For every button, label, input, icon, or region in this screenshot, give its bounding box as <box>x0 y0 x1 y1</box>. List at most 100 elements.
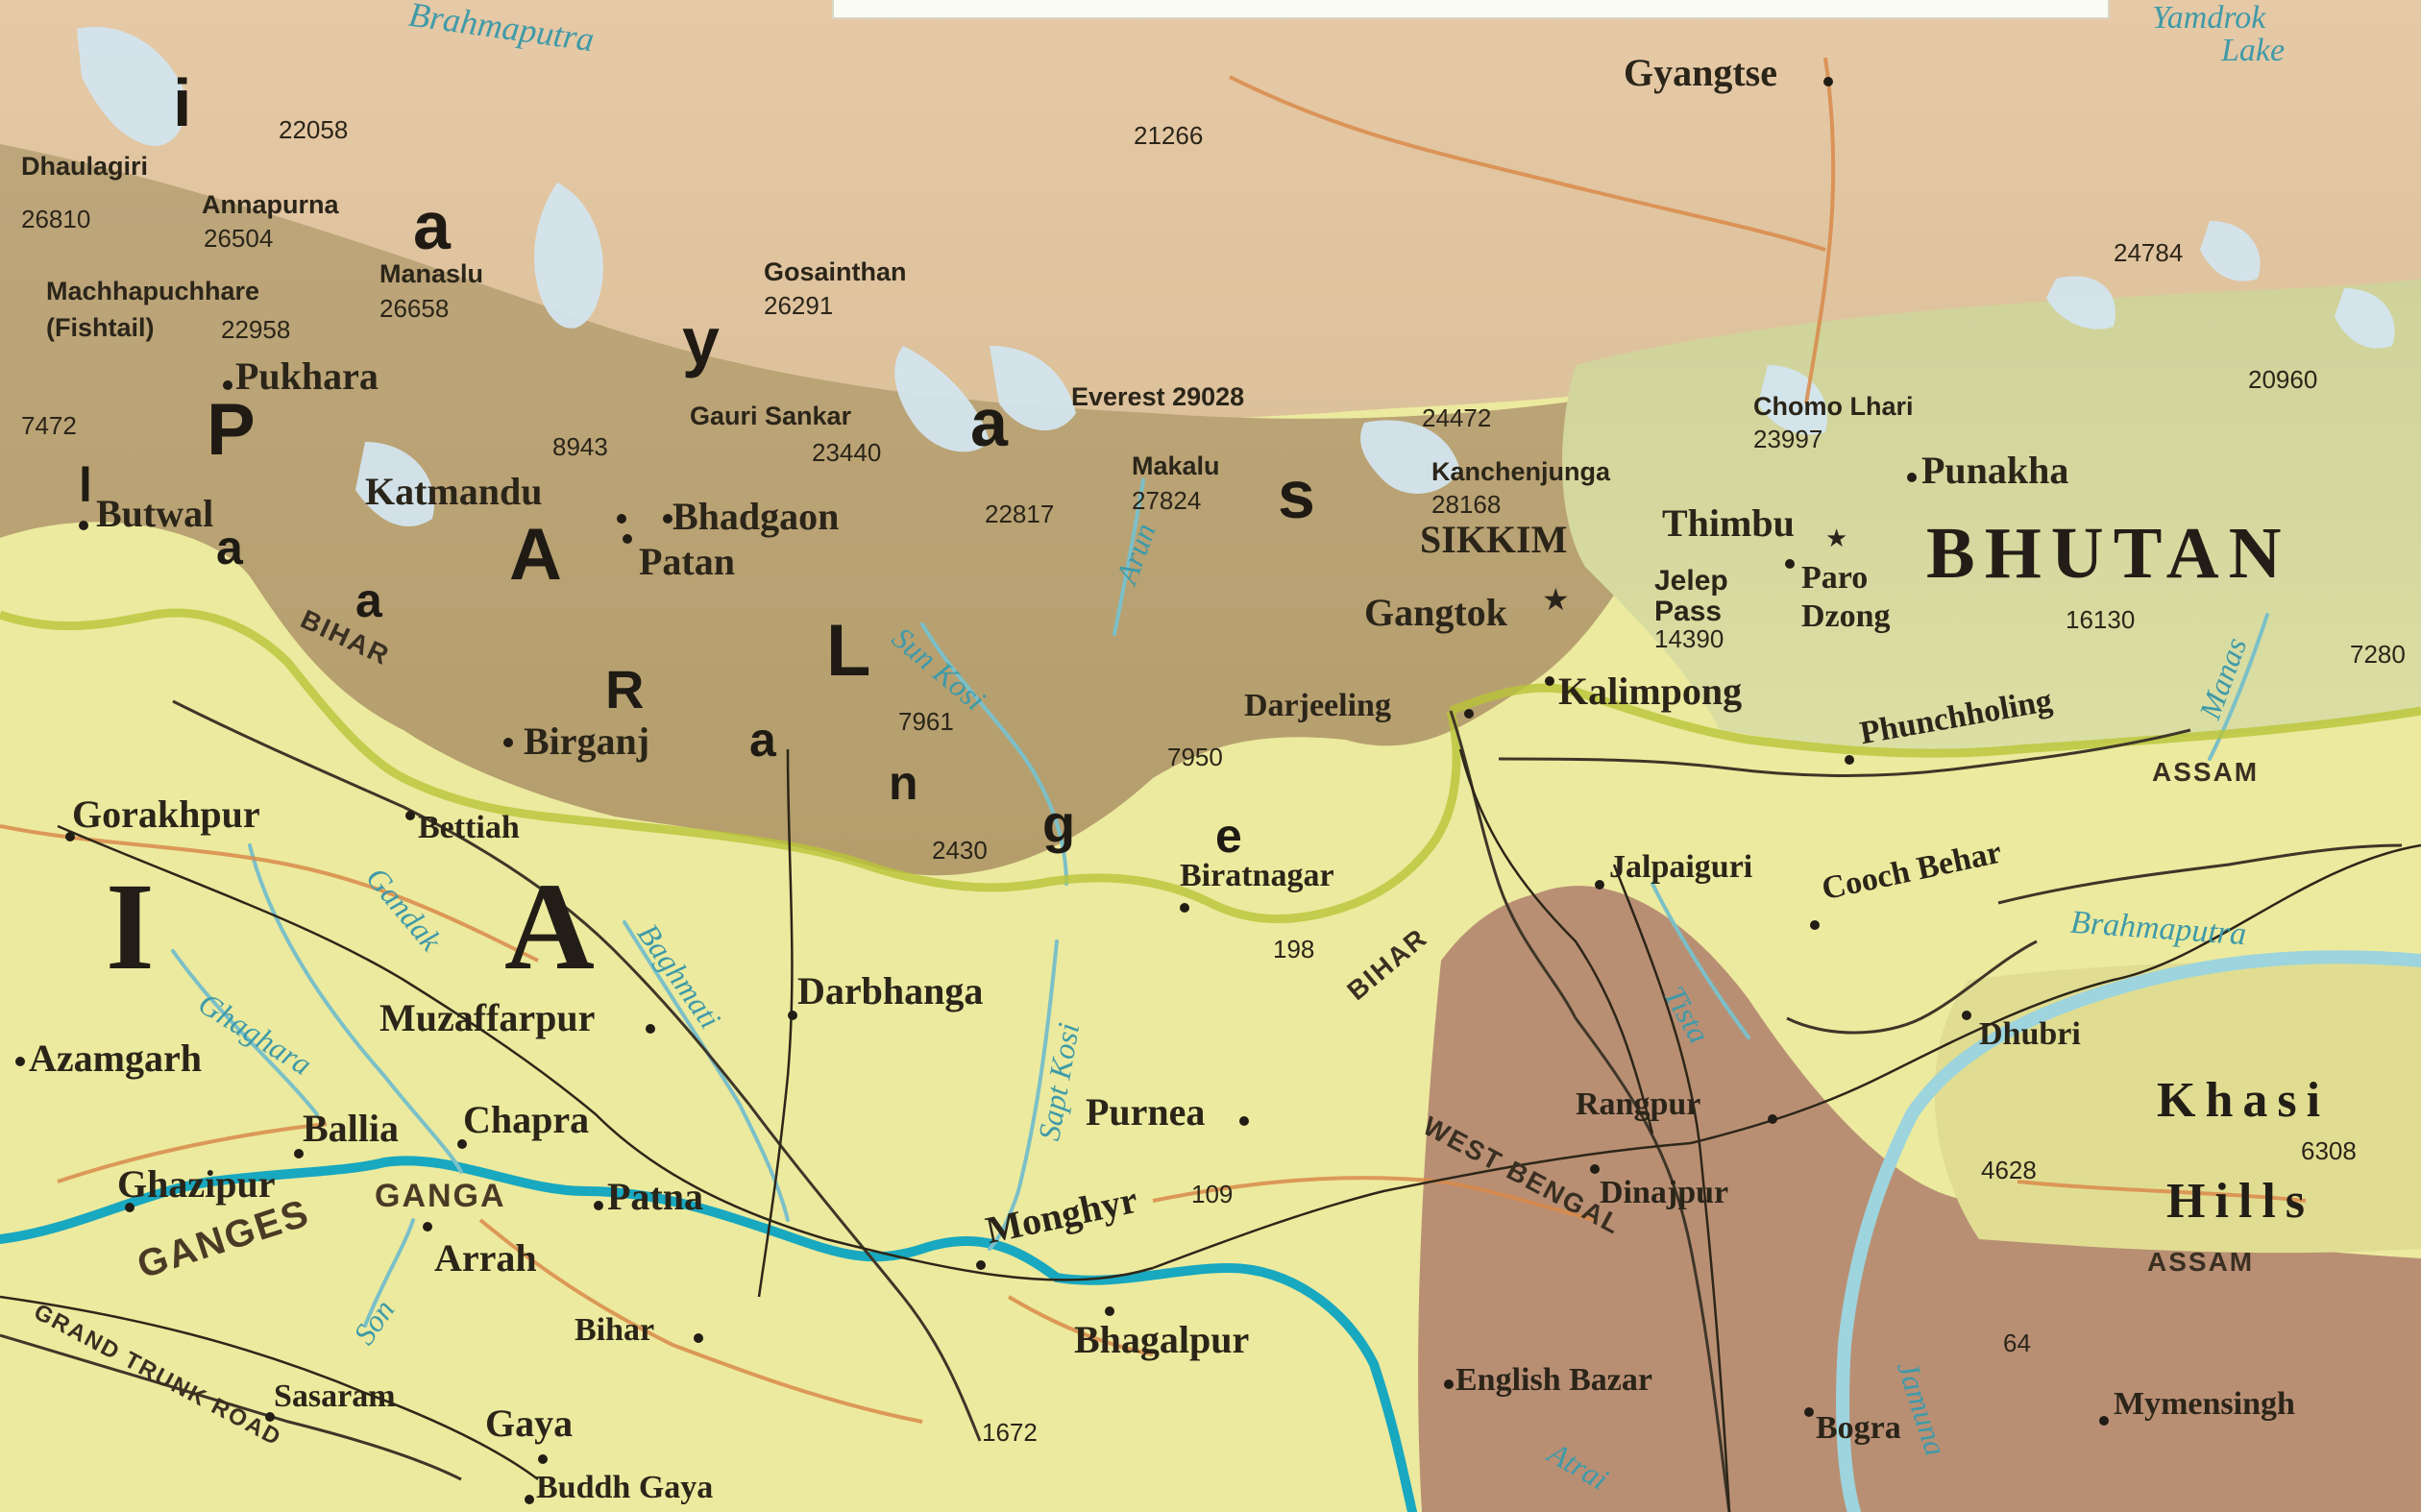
elevation: 20960 <box>2248 365 2318 394</box>
region-assam: ASSAM <box>2147 1247 2255 1277</box>
india-letter: A <box>504 858 604 996</box>
top-inset-strip <box>832 0 2110 19</box>
country-bhutan: BHUTAN <box>1926 513 2291 594</box>
city-patna[interactable]: Patna <box>607 1175 703 1218</box>
capital-star-icon: ★ <box>1542 582 1570 617</box>
city-thimbu[interactable]: Thimbu <box>1662 501 1795 545</box>
peak-annapurna: Annapurna <box>202 190 339 219</box>
city-dot <box>1810 920 1820 930</box>
range-letter: n <box>889 756 918 810</box>
city-bhagalpur[interactable]: Bhagalpur <box>1074 1318 1250 1361</box>
city-dot <box>457 1139 467 1149</box>
city-dinajpur[interactable]: Dinajpur <box>1600 1175 1729 1210</box>
city-darjeeling[interactable]: Darjeeling <box>1244 688 1391 723</box>
city-dzong[interactable]: Dzong <box>1801 598 1891 634</box>
elevation: 22058 <box>279 115 349 144</box>
region-assam: ASSAM <box>2152 757 2260 787</box>
city-bettiah[interactable]: Bettiah <box>418 810 520 845</box>
elevation: 16130 <box>2066 605 2136 634</box>
range-letter: a <box>749 713 776 767</box>
city-dot <box>423 1222 432 1232</box>
city-dot <box>405 811 415 820</box>
city-dot <box>2099 1416 2109 1426</box>
city-dot <box>223 380 232 390</box>
elevation: 22817 <box>985 500 1055 528</box>
city-kalimpong[interactable]: Kalimpong <box>1558 670 1743 713</box>
elevation: 24472 <box>1422 403 1492 432</box>
nepal-hills <box>0 144 1710 876</box>
city-gorakhpur[interactable]: Gorakhpur <box>72 793 260 836</box>
nepal-letter: P <box>207 389 256 471</box>
peak-dhaulagiri: Dhaulagiri <box>21 152 149 181</box>
city-darbhanga[interactable]: Darbhanga <box>797 969 984 1012</box>
snowfields <box>77 27 2395 527</box>
city-rangpur[interactable]: Rangpur <box>1576 1086 1701 1122</box>
elevation: 21266 <box>1134 121 1204 150</box>
elevation: 24784 <box>2114 238 2184 267</box>
city-dhubri[interactable]: Dhubri <box>1979 1016 2081 1052</box>
city-ballia[interactable]: Ballia <box>303 1107 400 1150</box>
city-buddh-gaya[interactable]: Buddh Gaya <box>536 1470 714 1505</box>
city-dot <box>1105 1306 1114 1316</box>
india-letter: I <box>106 858 164 996</box>
city-birganj[interactable]: Birganj <box>524 719 650 763</box>
city-dot <box>1545 676 1554 686</box>
city-pukhara[interactable]: Pukhara <box>235 354 379 398</box>
city-dot <box>1180 903 1189 913</box>
city-gyangtse[interactable]: Gyangtse <box>1624 51 1777 94</box>
city-muzaffarpur[interactable]: Muzaffarpur <box>379 996 596 1039</box>
peak-chomo-lhari: Chomo Lhari <box>1753 392 1914 421</box>
city-bhadgaon[interactable]: Bhadgaon <box>672 495 840 538</box>
city-patan[interactable]: Patan <box>639 540 735 583</box>
city-bogra[interactable]: Bogra <box>1816 1410 1901 1446</box>
elevation: 7961 <box>898 707 954 736</box>
city-english-bazar[interactable]: English Bazar <box>1455 1362 1652 1398</box>
city-butwal[interactable]: Butwal <box>96 492 214 535</box>
peak-gosainthan: Gosainthan <box>764 257 907 286</box>
city-azamgarh[interactable]: Azamgarh <box>29 1036 202 1080</box>
city-mymensingh[interactable]: Mymensingh <box>2114 1386 2295 1422</box>
city-dot <box>788 1011 797 1020</box>
city-katmandu[interactable]: Katmandu <box>365 470 543 513</box>
city-dot <box>1907 473 1917 482</box>
city-purnea[interactable]: Purnea <box>1086 1090 1206 1134</box>
lake-label-2: Lake <box>2221 33 2286 68</box>
elevation: 64 <box>2003 1329 2031 1357</box>
elevation: 27824 <box>1132 486 1202 515</box>
range-letter: a <box>355 573 382 627</box>
city-dot <box>646 1024 655 1034</box>
range-letter: a <box>413 188 451 263</box>
city-arrah[interactable]: Arrah <box>434 1236 537 1280</box>
city-dot <box>1804 1407 1814 1417</box>
city-dot <box>1590 1164 1600 1174</box>
range-letter: a <box>970 385 1008 460</box>
city-sasaram[interactable]: Sasaram <box>274 1378 396 1414</box>
nepal-letter: A <box>509 514 562 596</box>
khasi-hills-terrain <box>1934 961 2421 1254</box>
range-letter: g <box>1042 793 1076 854</box>
city-punakha[interactable]: Punakha <box>1921 449 2069 492</box>
city-chapra[interactable]: Chapra <box>463 1098 590 1141</box>
city-dot <box>503 738 513 747</box>
city-paro[interactable]: Paro <box>1801 560 1869 596</box>
peak-machhapuchhare: Machhapuchhare <box>46 277 260 305</box>
peak-kanchenjunga: Kanchenjunga <box>1431 457 1611 486</box>
city-dot <box>1464 709 1474 719</box>
city-jalpaiguri[interactable]: Jalpaiguri <box>1609 849 1753 885</box>
elevation: 4628 <box>1981 1156 2037 1184</box>
peak-everest: Everest 29028 <box>1071 382 1245 411</box>
city-biratnagar[interactable]: Biratnagar <box>1180 858 1334 893</box>
elevation: 28168 <box>1431 490 1502 519</box>
city-ghazipur[interactable]: Ghazipur <box>117 1162 276 1206</box>
elevation: 8943 <box>552 432 608 461</box>
range-letter: R <box>605 659 645 719</box>
city-dot <box>538 1454 548 1464</box>
city-dot <box>79 521 88 530</box>
elevation: 198 <box>1273 935 1315 963</box>
city-gaya[interactable]: Gaya <box>485 1402 574 1445</box>
pass-label: Pass <box>1654 596 1723 627</box>
city-gangtok[interactable]: Gangtok <box>1364 591 1507 634</box>
city-dot <box>265 1412 275 1422</box>
city-bihar[interactable]: Bihar <box>575 1312 655 1348</box>
